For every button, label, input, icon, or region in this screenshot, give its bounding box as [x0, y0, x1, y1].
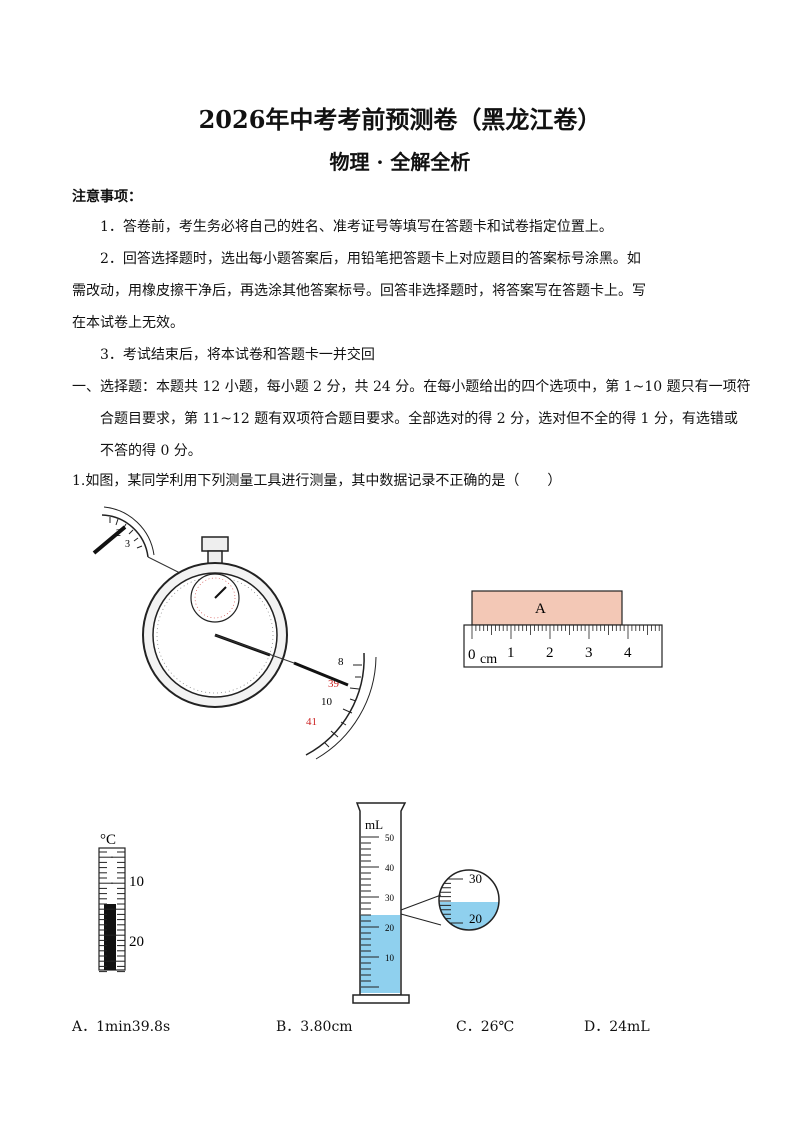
graduated-cylinder-figure: mL 50 40 30 20 10 30 20	[352, 802, 500, 1004]
thermometer-figure: °C 10 20	[98, 832, 144, 973]
notice-item-3: 3．考试结束后，将本试卷和答题卡一并交回	[100, 347, 375, 363]
question-1-stem: 1.如图，某同学利用下列测量工具进行测量，其中数据记录不正确的是（ ）	[72, 473, 562, 489]
zoom-label-20: 20	[469, 911, 482, 926]
cylinder-label-20: 20	[385, 923, 395, 933]
ruler-figure: A 0 cm 1 2 3 4	[463, 590, 663, 668]
notice-item-1: 1．答卷前，考生务必将自己的姓名、准考证号等填写在答题卡和试卷指定位置上。	[100, 219, 613, 235]
thermometer-label-10: 10	[129, 874, 144, 890]
cylinder-label-40: 40	[385, 863, 395, 873]
thermometer-unit: °C	[100, 832, 116, 848]
option-c[interactable]: C．26℃	[456, 1019, 515, 1035]
cylinder-label-10: 10	[385, 953, 395, 963]
cylinder-label-30: 30	[385, 893, 395, 903]
ruler-tick-0: 0	[468, 647, 476, 663]
section1-line-3: 不答的得 0 分。	[100, 443, 202, 459]
stopwatch-figure: 2 3 8 39 10 41	[92, 506, 377, 760]
ruler-tick-2: 2	[546, 645, 554, 661]
section1-line-1: 一、选择题：本题共 12 小题，每小题 2 分，共 24 分。在每小题给出的四个…	[72, 379, 751, 395]
large-dial-label-10: 10	[321, 696, 333, 708]
thermometer-label-20: 20	[129, 934, 144, 950]
option-d[interactable]: D．24mL	[584, 1019, 650, 1035]
page-title: 2026年中考考前预测卷（黑龙江卷）	[198, 105, 602, 134]
small-dial-label-3: 3	[125, 539, 130, 550]
cylinder-unit: mL	[365, 817, 383, 832]
notice-item-2-line-1: 2．回答选择题时，选出每小题答案后，用铅笔把答题卡上对应题目的答案标号涂黑。如	[100, 251, 641, 267]
option-a[interactable]: A．1min39.8s	[72, 1019, 171, 1035]
zoom-label-30: 30	[469, 871, 482, 886]
large-dial-label-39: 39	[328, 678, 340, 690]
notice-heading: 注意事项：	[72, 189, 142, 205]
option-b[interactable]: B．3.80cm	[276, 1019, 353, 1035]
ruler-tick-1: 1	[507, 645, 515, 661]
block-label: A	[535, 601, 546, 617]
cylinder-label-50: 50	[385, 833, 395, 843]
ruler-unit: cm	[480, 652, 497, 667]
large-dial-label-8: 8	[338, 656, 344, 668]
large-dial-label-41: 41	[306, 716, 317, 728]
notice-item-2-line-3: 在本试卷上无效。	[72, 315, 184, 331]
section1-line-2: 合题目要求，第 11~12 题有双项符合题目要求。全部选对的得 2 分，选对但不…	[100, 411, 738, 427]
notice-item-2-line-2: 需改动，用橡皮擦干净后，再选涂其他答案标号。回答非选择题时，将答案写在答题卡上。…	[72, 283, 646, 299]
ruler-tick-4: 4	[624, 645, 632, 661]
page-subtitle: 物理 · 全解全析	[329, 150, 471, 174]
ruler-tick-3: 3	[585, 645, 593, 661]
